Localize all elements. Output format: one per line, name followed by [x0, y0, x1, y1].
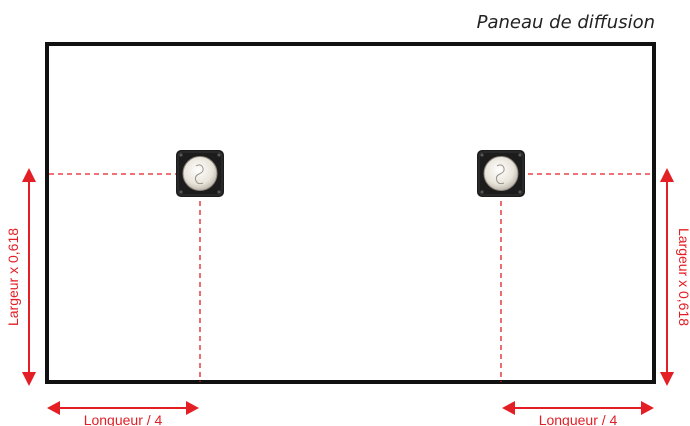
bottom-left-arrow-icon [47, 401, 199, 415]
speaker-left-icon [176, 150, 224, 197]
right-height-arrow-icon [660, 168, 674, 386]
speaker-right-icon [477, 150, 525, 197]
panel-outline [45, 42, 656, 384]
guide-lines [49, 173, 652, 382]
bottom-left-label: Longueur / 4 [84, 412, 163, 426]
bottom-right-label: Longueur / 4 [539, 412, 618, 426]
left-height-arrow-icon [22, 168, 36, 386]
bottom-right-arrow-icon [502, 401, 654, 415]
right-height-label: Largeur x 0,618 [676, 228, 690, 326]
left-height-label: Largeur x 0,618 [5, 228, 21, 326]
panel-title: Paneau de diffusion [477, 12, 655, 33]
